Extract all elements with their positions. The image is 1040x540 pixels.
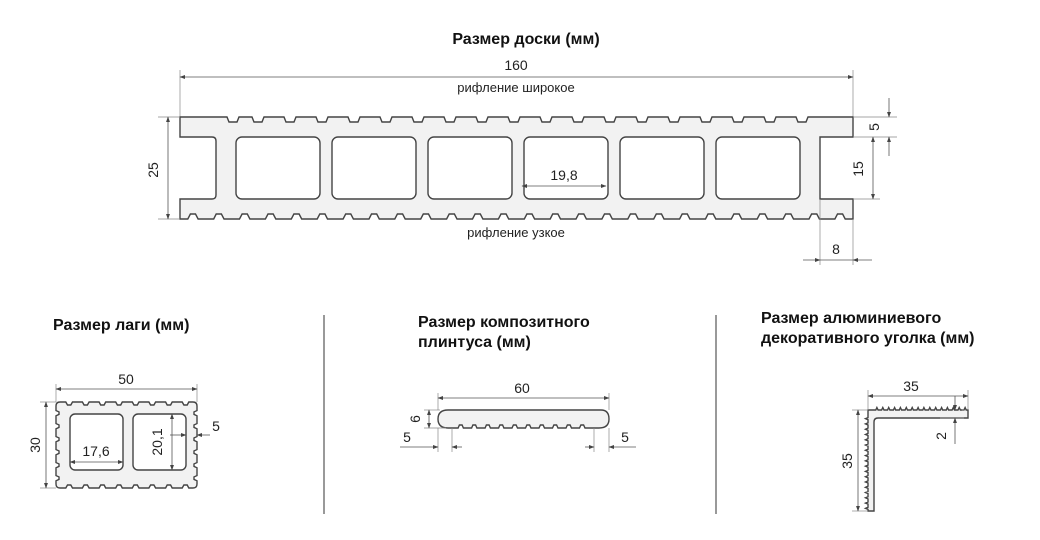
cavity-height-label: 20,1 [149,428,165,455]
corner-width-label: 35 [903,378,919,394]
cavity-width-label: 17,6 [82,443,109,459]
skirting-right-label: 5 [621,429,629,445]
joist-width-label: 50 [118,371,134,387]
skirting-profile [437,409,610,429]
skirting-title-line2: плинтуса (мм) [418,334,531,351]
corner-title-line1: Размер алюминиевого [761,310,942,327]
board-cavity [427,136,513,200]
edge-depth-label: 8 [832,241,840,257]
board-cavity [523,136,609,200]
board-title: Размер доски (мм) [452,31,599,48]
board-bottom-note: рифление узкое [467,225,565,240]
joist-height-label: 30 [27,437,43,453]
board-height-label: 25 [145,162,161,178]
skirting-thk-label: 6 [407,415,423,423]
skirting-width-label: 60 [514,380,530,396]
corner-height-label: 35 [839,453,855,469]
corner-thk-label: 2 [933,432,949,440]
skirting-section: Размер композитного плинтуса (мм) 60 6 5… [400,314,636,452]
board-cavity [619,136,705,200]
joist-section: Размер лаги (мм) 50 30 17,6 20,1 5 [27,317,220,489]
joist-cavity-left [69,413,124,471]
board-top-note: рифление широкое [457,80,574,95]
board-cavity [331,136,417,200]
hole-width-label: 19,8 [550,167,577,183]
board-cavity [715,136,801,200]
corner-title-line2: декоративного уголка (мм) [761,330,974,347]
joist-title: Размер лаги (мм) [53,317,189,334]
edge-mid-label: 15 [850,161,866,177]
board-cavities [235,136,801,200]
corner-profile [863,405,969,512]
corner-section: Размер алюминиевого декоративного уголка… [761,310,974,512]
board-section: Размер доски (мм) 160 рифление широкое 2… [145,31,897,265]
board-width-label: 160 [504,57,528,73]
board-cavity [235,136,321,200]
edge-top-label: 5 [866,123,882,131]
joist-wall-label: 5 [212,418,220,434]
skirting-left-label: 5 [403,429,411,445]
skirting-title-line1: Размер композитного [418,314,590,331]
